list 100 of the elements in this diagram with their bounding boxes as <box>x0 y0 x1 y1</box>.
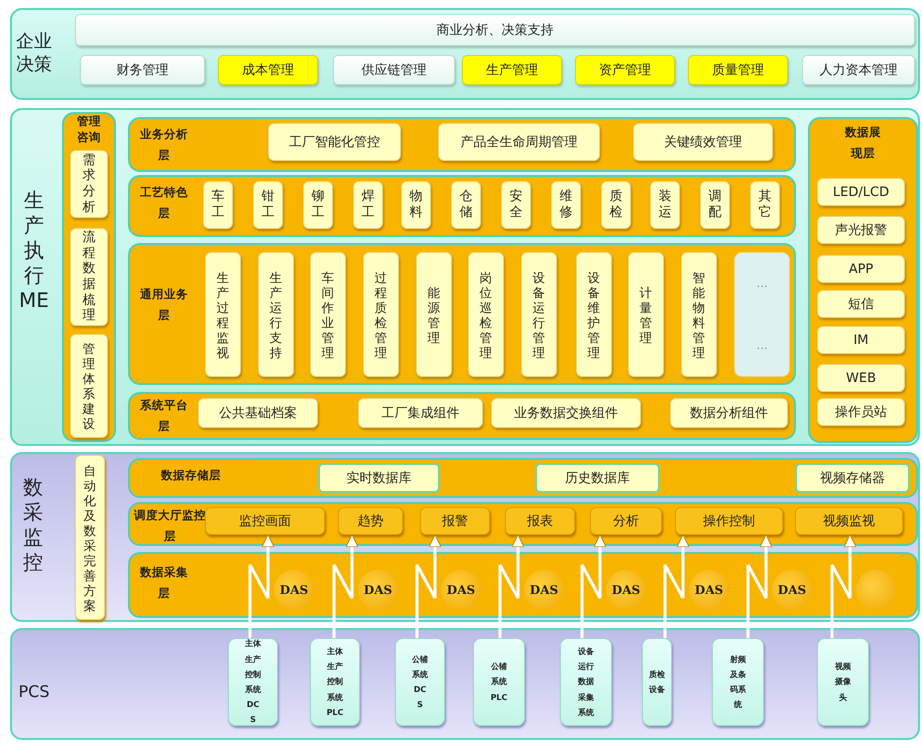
monitor-box: 报表 <box>505 507 575 535</box>
module-box: 维修 <box>551 181 581 229</box>
layer-panel <box>808 117 918 443</box>
module-box: 流程数据梳理 <box>70 228 108 326</box>
signal-arrow <box>664 534 690 638</box>
das-circle: DAS <box>358 570 398 610</box>
module-box: 生产过程监视 <box>205 252 241 377</box>
module-box: 需求分析 <box>70 150 108 218</box>
ellipsis-text: … <box>756 338 768 352</box>
module-box: 过程质检管理 <box>363 252 399 377</box>
module-box: 人力资本管理 <box>802 55 915 85</box>
section-heading: 生产执行ME <box>18 188 50 313</box>
device-box: 设备运行数据采集系统 <box>560 638 612 726</box>
module-box: 业务数据交换组件 <box>491 398 641 428</box>
device-box: 视频摄像头 <box>817 638 869 726</box>
module-box: 公共基础档案 <box>198 398 318 428</box>
module-box: 数据分析组件 <box>670 398 788 428</box>
module-box: 计量管理 <box>628 252 664 377</box>
das-circle: DAS <box>772 570 812 610</box>
layer-heading: 业务分析层 <box>139 126 189 164</box>
device-box: 主体生产控制系统DCS <box>228 638 278 726</box>
module-box: 调配 <box>700 181 730 229</box>
module-box: 关键绩效管理 <box>633 123 773 161</box>
layer-panel <box>128 175 796 237</box>
layer-heading: 系统平台层 <box>139 397 189 435</box>
module-box: 岗位巡检管理 <box>468 252 504 377</box>
layer-panel <box>62 112 116 442</box>
layer-panel <box>128 502 918 546</box>
module-box: 操作员站 <box>817 398 905 426</box>
layer-heading: 通用业务层 <box>139 286 189 324</box>
signal-arrow <box>498 534 524 638</box>
monitor-box: 趋势 <box>338 507 403 535</box>
module-box: 生产管理 <box>462 55 562 85</box>
das-circle: DAS <box>606 570 646 610</box>
module-box: 铆工 <box>303 181 333 229</box>
monitor-box: 分析 <box>590 507 662 535</box>
signal-arrow <box>332 534 358 638</box>
section-band <box>10 8 920 100</box>
monitor-box: 视频监视 <box>795 507 903 535</box>
device-box: 主体生产控制系统PLC <box>310 638 360 726</box>
module-box: 设备运行管理 <box>521 252 557 377</box>
layer-panel <box>128 458 918 498</box>
module-box: 管理体系建设 <box>70 334 108 438</box>
module-box: 智能物料管理 <box>681 252 717 377</box>
section-band <box>10 452 920 622</box>
module-box: 钳工 <box>253 181 283 229</box>
module-box: 工厂智能化管控 <box>268 123 401 161</box>
placeholder-box <box>734 252 790 377</box>
das-circle <box>856 570 896 610</box>
das-circle: DAS <box>524 570 564 610</box>
module-box: 车间作业管理 <box>310 252 346 377</box>
signal-arrow <box>416 534 442 638</box>
section-band <box>10 108 920 446</box>
layer-heading: 数据存储层 <box>160 467 222 484</box>
module-box: 成本管理 <box>218 55 318 85</box>
module-box: 视频存储器 <box>795 463 910 493</box>
module-box: 装运 <box>650 181 680 229</box>
monitor-box: 报警 <box>420 507 490 535</box>
device-box: 质检设备 <box>642 638 672 726</box>
module-box: 物料 <box>401 181 431 229</box>
module-box: 短信 <box>817 290 905 318</box>
signal-arrow <box>248 534 274 638</box>
module-box: 财务管理 <box>80 55 205 85</box>
module-box: WEB <box>817 364 905 392</box>
layer-heading: 调度大厅监控层 <box>134 507 206 545</box>
section-heading: PCS <box>18 682 50 701</box>
module-box: 质量管理 <box>688 55 788 85</box>
section-band <box>10 628 920 740</box>
section-heading: 企业决策 <box>14 30 53 77</box>
layer-panel <box>128 117 796 172</box>
module-box: 能源管理 <box>416 252 452 377</box>
module-box: 工厂集成组件 <box>358 398 483 428</box>
layer-panel <box>128 392 796 440</box>
monitor-box: 监控画面 <box>205 507 325 535</box>
module-box: 实时数据库 <box>318 463 440 493</box>
module-box: 资产管理 <box>575 55 675 85</box>
module-box: 车工 <box>203 181 233 229</box>
module-box: 声光报警 <box>817 216 905 244</box>
module-box: 自动化及数采完善方案 <box>75 455 105 620</box>
layer-heading: 数据展现层 <box>844 124 882 162</box>
ellipsis-text: … <box>756 277 768 290</box>
device-box: 公辅系统PLC <box>473 638 525 726</box>
signal-arrow <box>746 534 772 638</box>
module-box: 生产运行支持 <box>258 252 294 377</box>
module-box: 质检 <box>601 181 631 229</box>
module-box: 其它 <box>750 181 780 229</box>
section-heading: 数采监控 <box>22 475 44 575</box>
module-box: LED/LCD <box>817 178 905 206</box>
module-box: 安全 <box>501 181 531 229</box>
layer-panel <box>128 552 918 618</box>
module-box: 供应链管理 <box>333 55 455 85</box>
layer-heading: 管理咨询 <box>76 113 102 146</box>
module-box: 设备维护管理 <box>576 252 612 377</box>
module-box: 历史数据库 <box>535 463 660 493</box>
monitor-box: 操作控制 <box>675 507 783 535</box>
das-circle: DAS <box>689 570 729 610</box>
device-box: 公辅系统DCS <box>395 638 445 726</box>
signal-arrow <box>830 534 856 638</box>
device-box: 射频及条码系统 <box>712 638 764 726</box>
module-box: 焊工 <box>353 181 383 229</box>
